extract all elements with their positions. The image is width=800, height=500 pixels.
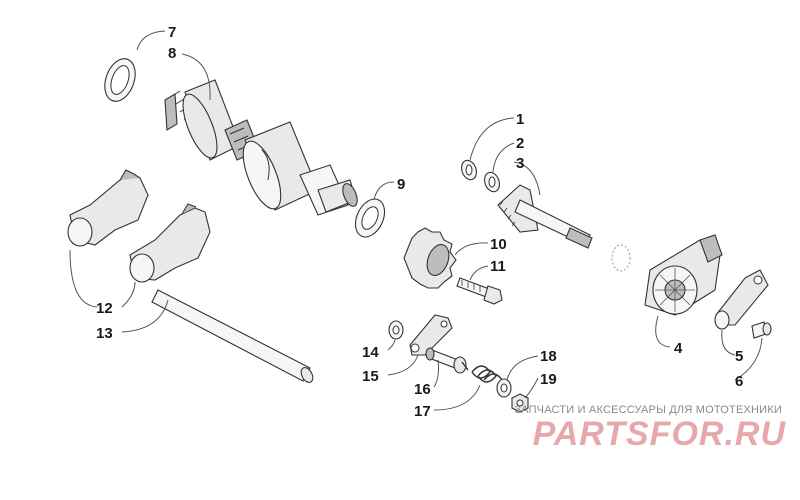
callout-7: 7 (168, 24, 176, 41)
washer-1 (461, 159, 477, 181)
callout-4: 4 (674, 340, 683, 357)
shift-shaft-3 (497, 184, 593, 249)
leader-7 (136, 30, 166, 51)
leader-2 (492, 142, 515, 173)
leader-1 (469, 117, 515, 161)
leader-11 (469, 265, 489, 281)
callout-17: 17 (414, 403, 431, 420)
callout-15: 15 (362, 368, 379, 385)
leader-18 (506, 355, 539, 381)
callout-9: 9 (397, 176, 405, 193)
callout-13: 13 (96, 325, 113, 342)
callout-6: 6 (735, 373, 743, 390)
callout-10: 10 (490, 236, 507, 253)
bolt-11 (456, 277, 503, 305)
leader-12b (121, 281, 136, 308)
callout-8: 8 (168, 45, 176, 62)
washer-18 (496, 378, 512, 398)
callout-12: 12 (96, 300, 113, 317)
leader-14 (387, 339, 396, 351)
callout-16: 16 (414, 381, 431, 398)
washer-14 (388, 320, 404, 340)
leader-17 (433, 384, 481, 411)
callout-14: 14 (362, 344, 379, 361)
callout-11: 11 (490, 258, 506, 275)
gear-sensor-4 (644, 234, 723, 316)
leader-10 (454, 242, 489, 256)
callout-1: 1 (516, 111, 524, 128)
washer-2 (484, 171, 500, 193)
leader-4 (655, 315, 671, 348)
callout-3: 3 (516, 155, 524, 172)
leader-12a (69, 249, 98, 308)
bolt-16 (425, 347, 467, 374)
leader-16 (433, 359, 439, 388)
nut-19 (511, 393, 529, 413)
callout-18: 18 (540, 348, 557, 365)
leader-19 (524, 377, 539, 399)
callout-labels: 7 8 9 1 2 3 10 11 4 5 6 12 13 14 15 16 1… (96, 24, 743, 420)
leader-8 (181, 53, 211, 101)
shift-star-10 (403, 227, 457, 289)
leader-3 (513, 161, 541, 196)
leader-5 (721, 329, 736, 356)
pinion-gear (611, 244, 631, 272)
leader-lines (69, 30, 763, 411)
fork-rod-13 (151, 289, 314, 383)
shift-lever-5 (714, 269, 769, 330)
shift-fork-12a (67, 169, 149, 247)
washer-9 (354, 198, 386, 238)
leader-13 (121, 299, 169, 333)
callout-5: 5 (735, 348, 743, 365)
leader-15 (387, 354, 419, 376)
watermark-tagline: ЗАПЧАСТИ И АКСЕССУАРЫ ДЛЯ МОТОТЕХНИКИ (514, 404, 782, 416)
callout-19: 19 (540, 371, 557, 388)
shift-drum-8 (164, 79, 358, 216)
o-ring-7 (104, 58, 136, 102)
watermark-logo: PARTSFOR.RU (532, 415, 786, 453)
leader-9 (373, 181, 395, 201)
leader-6 (734, 337, 763, 381)
screw-6 (751, 321, 772, 339)
stopper-arm-15 (409, 314, 453, 356)
callout-2: 2 (516, 135, 524, 152)
shift-fork-12b (129, 203, 211, 283)
